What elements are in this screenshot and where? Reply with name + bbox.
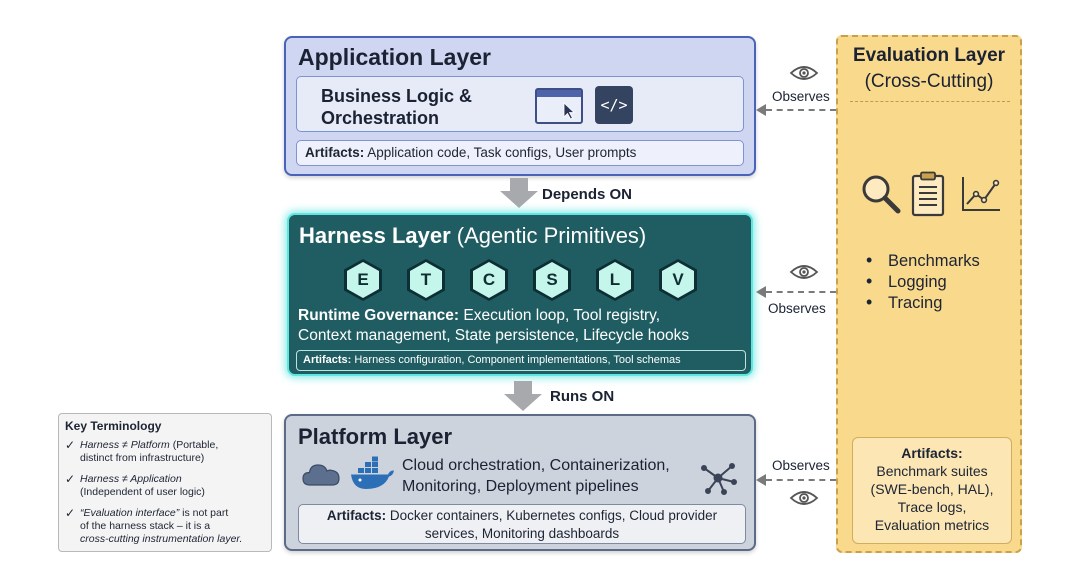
evaluation-list: Benchmarks Logging Tracing <box>866 250 980 314</box>
primitive-hex: T <box>407 259 445 301</box>
depends-on-arrow <box>500 178 538 210</box>
line-chart-icon <box>962 177 1000 211</box>
code-icon: </> <box>595 86 633 124</box>
observes-arrowhead <box>756 286 766 298</box>
application-layer: Application Layer Business Logic & Orche… <box>284 36 756 176</box>
observes-arrowhead <box>756 474 766 486</box>
artifacts-label: Artifacts: <box>901 445 963 461</box>
primitive-hex: C <box>470 259 508 301</box>
cloud-icon <box>302 464 340 486</box>
depends-on-label: Depends ON <box>542 186 633 203</box>
checkmark-icon: ✓ <box>65 438 76 452</box>
primitive-hex: V <box>659 259 697 301</box>
harness-artifacts: Artifacts: Harness configuration, Compon… <box>296 350 746 371</box>
platform-artifacts: Artifacts: Docker containers, Kubernetes… <box>298 504 746 544</box>
runtime-governance-label: Runtime Governance: <box>298 307 460 324</box>
application-artifacts: Artifacts: Application code, Task config… <box>296 140 744 166</box>
evaluation-item: Logging <box>866 271 980 293</box>
observes-connector <box>766 291 836 293</box>
runs-on-arrow <box>504 381 542 413</box>
platform-description-line-1: Cloud orchestration, Containerization, <box>402 457 670 474</box>
evaluation-artifact-line: Evaluation metrics <box>874 517 990 533</box>
runtime-governance-line-1: Execution loop, Tool registry, <box>459 307 661 324</box>
artifacts-label: Artifacts: <box>326 508 387 523</box>
checkmark-icon: ✓ <box>65 506 76 520</box>
evaluation-artifacts: Artifacts: Benchmark suites (SWE-bench, … <box>852 437 1012 544</box>
observes-connector <box>766 479 836 481</box>
docker-whale-icon <box>351 456 394 489</box>
checkmark-icon: ✓ <box>65 472 76 486</box>
evaluation-divider <box>850 101 1010 102</box>
eye-icon <box>789 66 819 80</box>
key-terminology-box: Key Terminology ✓ Harness ≠ Platform (Po… <box>58 413 272 552</box>
evaluation-layer-title: Evaluation Layer <box>852 45 1006 66</box>
platform-artifacts-line-2: services, Monitoring dashboards <box>424 526 620 541</box>
observes-label: Observes <box>772 89 830 104</box>
platform-layer-description: Cloud orchestration, Containerization, M… <box>402 455 670 497</box>
evaluation-artifact-line: (SWE-bench, HAL), <box>870 481 994 497</box>
runtime-governance-line-2: Context management, State persistence, L… <box>298 327 690 344</box>
application-artifacts-text: Application code, Task configs, User pro… <box>364 145 637 160</box>
runtime-governance-text: Runtime Governance: Execution loop, Tool… <box>298 306 748 346</box>
browser-window-icon <box>535 88 583 124</box>
harness-layer-title: Harness Layer (Agentic Primitives) <box>299 223 646 249</box>
observes-connector <box>766 109 836 111</box>
evaluation-layer: Evaluation Layer (Cross-Cutting) Benchma… <box>836 35 1022 553</box>
platform-layer-title: Platform Layer <box>298 424 453 449</box>
eye-icon <box>789 491 819 505</box>
network-nodes-icon <box>701 463 737 495</box>
evaluation-item: Benchmarks <box>866 250 980 272</box>
harness-artifacts-text: Harness configuration, Component impleme… <box>351 354 681 366</box>
application-layer-description: Business Logic & Orchestration <box>321 86 473 128</box>
runs-on-label: Runs ON <box>550 388 615 405</box>
primitive-hex: S <box>533 259 571 301</box>
artifacts-label: Artifacts: <box>305 145 365 160</box>
application-layer-panel: Business Logic & Orchestration </> <box>296 76 744 132</box>
application-layer-title: Application Layer <box>298 44 491 70</box>
terminology-item: ✓ Harness ≠ Application(Independent of u… <box>65 472 205 499</box>
clipboard-icon <box>911 171 945 217</box>
harness-title-subtitle: (Agentic Primitives) <box>450 223 647 248</box>
key-terminology-title: Key Terminology <box>65 419 162 433</box>
evaluation-artifact-line: Benchmark suites <box>876 463 988 479</box>
harness-layer: Harness Layer (Agentic Primitives) E T C… <box>287 213 753 376</box>
harness-title-main: Harness Layer <box>299 223 451 248</box>
platform-layer: Platform Layer Cloud orchestration, Cont… <box>284 414 756 551</box>
eye-icon <box>789 265 819 279</box>
evaluation-item: Tracing <box>866 292 980 314</box>
evaluation-artifact-line: Trace logs, <box>897 499 967 515</box>
magnifier-icon <box>862 175 901 214</box>
primitive-hex: L <box>596 259 634 301</box>
evaluation-layer-subtitle: (Cross-Cutting) <box>864 71 994 92</box>
observes-label: Observes <box>768 301 826 316</box>
artifacts-label: Artifacts: <box>303 354 352 366</box>
observes-arrowhead <box>756 104 766 116</box>
terminology-item: ✓ Harness ≠ Platform (Portable,distinct … <box>65 438 219 465</box>
primitive-hex: E <box>344 259 382 301</box>
platform-artifacts-line-1: Docker containers, Kubernetes configs, C… <box>386 508 718 523</box>
platform-description-line-2: Monitoring, Deployment pipelines <box>402 478 639 495</box>
observes-label: Observes <box>772 458 830 473</box>
